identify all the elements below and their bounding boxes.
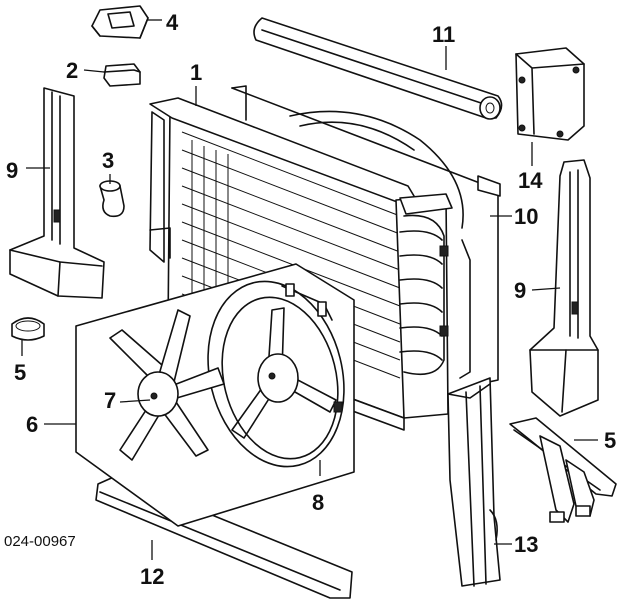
part-8-fan-ring	[207, 280, 345, 468]
callout-6: 6	[26, 412, 38, 437]
part-11-seal-strip	[253, 17, 503, 120]
part-5-right-bracket	[509, 417, 617, 523]
part-13-air-deflector	[447, 377, 501, 587]
part-14-control-module	[515, 47, 585, 141]
part-4-clip	[91, 5, 149, 39]
part-6-fan-assembly	[75, 263, 355, 527]
callout-13: 13	[514, 532, 538, 557]
radiator-tank-ribs	[399, 230, 443, 361]
diagram-code: 024-00967	[4, 533, 76, 550]
callout-7: 7	[104, 388, 116, 413]
part-5-left-clamp	[11, 317, 45, 341]
part-9-right-bracket	[529, 159, 599, 417]
callout-2: 2	[66, 58, 78, 83]
part-3-rubber-mount	[99, 180, 125, 218]
callout-3: 3	[102, 148, 114, 173]
part-9-left-bracket	[9, 87, 105, 299]
callout-9-left: 9	[6, 158, 18, 183]
callout-9-right: 9	[514, 278, 526, 303]
callout-11: 11	[432, 22, 455, 47]
callout-14: 14	[518, 168, 543, 193]
callout-10: 10	[514, 204, 538, 229]
leader-lines	[21, 19, 598, 560]
callout-8: 8	[312, 490, 324, 515]
callout-4: 4	[166, 10, 179, 35]
callout-5-left: 5	[14, 360, 26, 385]
part-7-fan-blade	[109, 309, 225, 461]
callout-5-right: 5	[604, 428, 616, 453]
callouts: 4 2 1 3 9 5 6 7 8 11 10 14 9 5 12 13 024…	[4, 10, 616, 589]
part-2-block	[103, 63, 141, 87]
callout-1: 1	[190, 60, 202, 85]
callout-12: 12	[140, 564, 164, 589]
